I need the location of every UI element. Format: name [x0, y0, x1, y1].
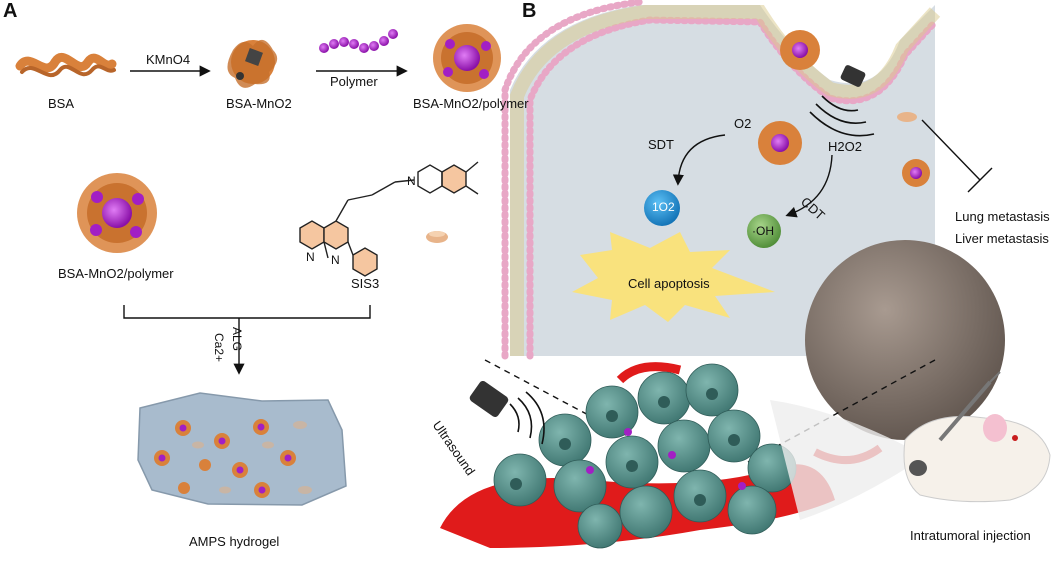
- hydrogel-block-icon: [137, 392, 347, 506]
- kmno4-label: KMnO4: [146, 52, 191, 67]
- h2o2-label: H2O2: [828, 139, 862, 154]
- bsa-mno2-polymer-mid-label: BSA-MnO2/polymer: [58, 266, 174, 281]
- sis3-structure: [299, 161, 479, 277]
- nucleus: [805, 240, 1005, 440]
- mouse-icon: [903, 371, 1051, 503]
- hydroxyl-label: ·OH: [752, 224, 774, 238]
- liver-metastasis-label: Liver metastasis: [955, 231, 1049, 246]
- polymer-label: Polymer: [330, 74, 378, 89]
- panel-a-letter: A: [3, 0, 18, 22]
- o2-label: O2: [734, 116, 752, 131]
- bsa-label: BSA: [48, 96, 75, 111]
- cell-apoptosis-label: Cell apoptosis: [628, 276, 710, 291]
- atom-n2: N: [331, 253, 340, 267]
- ultrasound-transducer-icon: [469, 380, 545, 445]
- ca-label: Ca2+: [212, 333, 226, 363]
- singlet-oxygen-circle: [644, 190, 680, 226]
- atom-n1: N: [306, 250, 315, 264]
- hydrogel-label: AMPS hydrogel: [189, 534, 280, 549]
- small-drug-icon: [426, 231, 448, 243]
- combination-bracket: [123, 305, 371, 375]
- alg-label: ALG: [230, 327, 244, 352]
- nanoparticle-top-icon: [433, 24, 501, 92]
- sis3-label: SIS3: [351, 276, 380, 291]
- zoom-funnel: [770, 400, 925, 520]
- panel-b-letter: B: [522, 0, 537, 22]
- polymer-chain-icon: [319, 29, 398, 53]
- bsa-protein-icon: [15, 53, 117, 78]
- intratumoral-injection-label: Intratumoral injection: [910, 528, 1031, 543]
- singlet-oxygen-label: 1O2: [652, 200, 675, 214]
- bsa-mno2-icon: [227, 39, 278, 88]
- lung-metastasis-label: Lung metastasis: [955, 209, 1050, 224]
- cell-nanoparticles: [758, 30, 930, 187]
- membrane-transducer-icon: [809, 65, 875, 137]
- atom-n3: N: [407, 174, 416, 188]
- inhibition-symbol: [921, 119, 993, 193]
- sdt-label: SDT: [648, 137, 674, 152]
- apoptosis-burst: [572, 232, 775, 322]
- bsa-mno2-label: BSA-MnO2: [226, 96, 292, 111]
- hydroxyl-circle: [747, 214, 781, 248]
- nanoparticle-mid-icon: [77, 173, 157, 253]
- bsa-mno2-polymer-top-label: BSA-MnO2/polymer: [413, 96, 529, 111]
- cdt-arrow: [785, 154, 833, 218]
- tumor-tissue: [440, 362, 883, 549]
- sdt-arrow: [672, 134, 726, 186]
